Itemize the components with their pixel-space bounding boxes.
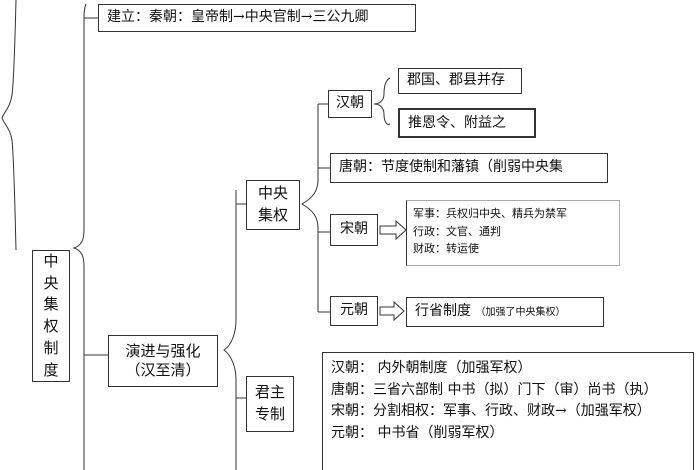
monarchy-line: 汉朝： 内外朝制度（加强军权） bbox=[331, 360, 532, 376]
yuan-detail: 行省制度 （加强了中央集权） bbox=[406, 297, 604, 327]
root-char: 集 bbox=[43, 295, 59, 314]
root-char: 度 bbox=[43, 360, 59, 379]
han-item-text: 郡国、郡县并存 bbox=[407, 72, 505, 88]
han-item-text: 推恩令、附益之 bbox=[408, 115, 506, 131]
tang-node: 唐朝：节度使制和藩镇（削弱中央集 bbox=[330, 153, 608, 183]
central-node: 中央 集权 bbox=[246, 180, 300, 230]
establish-label: 建立：秦朝：皇帝制→中央官制→三公九卿 bbox=[107, 9, 369, 25]
song-node: 宋朝 bbox=[330, 214, 378, 246]
song-detail-line: 军事：兵权归中央、精兵为禁军 bbox=[413, 207, 567, 220]
root-char: 中 bbox=[43, 251, 59, 270]
song-arrow bbox=[379, 219, 407, 241]
yuan-main: 行省制度 bbox=[415, 303, 471, 319]
evolution-line-2: （汉至清） bbox=[125, 361, 201, 379]
autocracy-line: 专制 bbox=[254, 405, 285, 423]
han-label: 汉朝 bbox=[336, 95, 364, 112]
root-char: 制 bbox=[43, 338, 59, 357]
evolution-line-1: 演进与强化 bbox=[125, 342, 201, 361]
tang-label: 唐朝：节度使制和藩镇（削弱中央集 bbox=[339, 159, 563, 175]
han-brace bbox=[373, 77, 391, 125]
evolution-brace bbox=[223, 190, 237, 470]
evolution-node: 演进与强化 （汉至清） bbox=[108, 335, 218, 387]
root-node: 中 央 集 权 制 度 bbox=[32, 250, 70, 382]
monarchy-line: 宋朝：分割相权：军事、行政、财政→（加强军权） bbox=[331, 403, 651, 420]
song-details: 军事：兵权归中央、精兵为禁军 行政：文官、通判 财政：转运使 bbox=[406, 200, 620, 266]
outer-brace bbox=[1, 0, 17, 251]
yuan-note: （加强了中央集权） bbox=[475, 307, 566, 318]
monarchy-list: 汉朝： 内外朝制度（加强军权） 唐朝：三省六部制 中书（拟）门下（审）尚书（执）… bbox=[322, 352, 694, 470]
han-item-2: 推恩令、附益之 bbox=[398, 108, 536, 138]
central-line: 集权 bbox=[257, 206, 288, 224]
song-label: 宋朝 bbox=[340, 221, 368, 238]
establish-node: 建立：秦朝：皇帝制→中央官制→三公九卿 bbox=[98, 4, 416, 32]
autocracy-node: 君主 专制 bbox=[246, 376, 294, 432]
root-brace bbox=[72, 3, 87, 470]
yuan-label: 元朝 bbox=[340, 302, 368, 319]
han-item-1: 郡国、郡县并存 bbox=[398, 68, 522, 94]
central-line: 中央 bbox=[257, 184, 288, 203]
song-detail-line: 财政：转运使 bbox=[413, 242, 479, 256]
central-brace bbox=[301, 104, 319, 312]
root-char: 权 bbox=[43, 317, 59, 335]
song-detail-line: 行政：文官、通判 bbox=[413, 224, 501, 238]
monarchy-line: 元朝： 中书省（削弱军权） bbox=[331, 425, 504, 442]
autocracy-line: 君主 bbox=[254, 383, 285, 402]
root-char: 央 bbox=[43, 273, 59, 292]
yuan-node: 元朝 bbox=[330, 296, 378, 326]
han-node: 汉朝 bbox=[328, 90, 372, 118]
monarchy-line: 唐朝：三省六部制 中书（拟）门下（审）尚书（执） bbox=[331, 381, 658, 398]
yuan-arrow bbox=[379, 300, 405, 322]
